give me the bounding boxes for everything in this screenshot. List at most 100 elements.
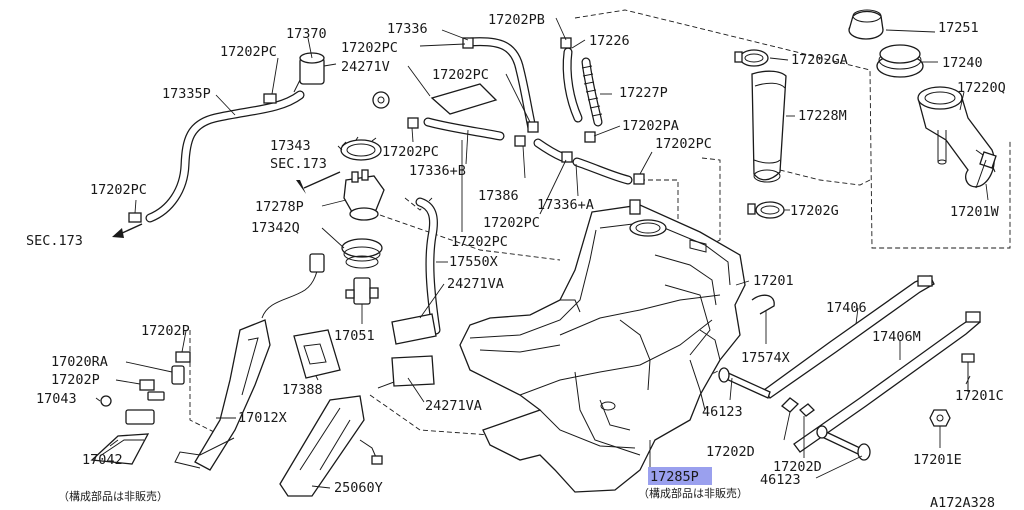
fuel-gauge-unit-17012x[interactable] (174, 253, 325, 471)
filler-cap-17251[interactable] (848, 9, 884, 40)
clamp-17202g[interactable] (747, 201, 785, 219)
clamp-17202pa[interactable] (584, 131, 596, 143)
label-17202p-b[interactable]: 17202P (51, 372, 100, 388)
label-17406m[interactable]: 17406M (872, 329, 921, 345)
clamp-17202pc-d[interactable] (407, 117, 419, 129)
clamp-17202pc-f[interactable] (514, 135, 526, 147)
label-17240[interactable]: 17240 (942, 55, 983, 71)
insulator-24271va[interactable] (377, 313, 437, 389)
filler-seal-17240[interactable] (876, 44, 924, 78)
label-17335p[interactable]: 17335P (162, 86, 211, 102)
label-17202pc-h[interactable]: 17202PC (451, 234, 508, 250)
fuel-pump-17051[interactable] (345, 277, 379, 305)
corrugated-tube-17227p[interactable] (581, 57, 603, 127)
canister-17370[interactable] (293, 52, 337, 93)
sub-tank-25060y[interactable] (279, 395, 383, 497)
label-17202p-a[interactable]: 17202P (141, 323, 190, 339)
washer-17202d[interactable] (781, 397, 815, 417)
label-17202pa[interactable]: 17202PA (622, 118, 679, 134)
filler-hose-17228m[interactable] (751, 70, 787, 183)
label-17220q[interactable]: 17220Q (957, 80, 1006, 96)
bolt-46123-b[interactable] (816, 425, 871, 461)
hose-17336[interactable] (465, 37, 537, 133)
nut-17201e[interactable] (929, 409, 951, 427)
label-17202pc-c[interactable]: 17202PC (432, 67, 489, 83)
strap-17406m[interactable] (793, 311, 981, 453)
label-17201[interactable]: 17201 (753, 273, 794, 289)
label-17202pb[interactable]: 17202PB (488, 12, 545, 28)
clamp-17202ga[interactable] (734, 49, 769, 67)
lock-ring-17343[interactable] (340, 136, 382, 161)
label-17336a[interactable]: 17336+A (537, 197, 594, 213)
label-17278p[interactable]: 17278P (255, 199, 304, 215)
label-17020ra[interactable]: 17020RA (51, 354, 108, 370)
filter-17388[interactable] (293, 329, 341, 379)
label-24271va-a[interactable]: 24271VA (447, 276, 504, 292)
hose-17335p[interactable] (145, 90, 305, 223)
label-24271v[interactable]: 24271V (341, 59, 390, 75)
label-17342q[interactable]: 17342Q (251, 220, 300, 236)
label-17202pc-f[interactable]: 17202PC (90, 182, 147, 198)
gasket-24271v[interactable] (430, 83, 498, 115)
label-17202pc-e[interactable]: 17202PC (655, 136, 712, 152)
label-17201e[interactable]: 17201E (913, 452, 962, 468)
label-sec173-b[interactable]: SEC.173 (26, 233, 83, 249)
fuel-pump-module-17278p[interactable] (343, 169, 385, 221)
label-17202pc-a[interactable]: 17202PC (220, 44, 277, 60)
label-17226[interactable]: 17226 (589, 33, 630, 49)
label-25060y[interactable]: 25060Y (334, 480, 383, 496)
label-17386[interactable]: 17386 (478, 188, 519, 204)
label-17227p[interactable]: 17227P (619, 85, 668, 101)
grommet-icon[interactable] (372, 91, 390, 109)
clamp-17202pb[interactable] (560, 37, 572, 49)
label-46123-a[interactable]: 46123 (702, 404, 743, 420)
bolt-46123-a[interactable] (718, 367, 771, 399)
label-17228m[interactable]: 17228M (798, 108, 847, 124)
fuel-tank[interactable] (459, 199, 746, 493)
clamp-17202pc-g[interactable] (561, 151, 573, 163)
label-17202pc-d[interactable]: 17202PC (382, 144, 439, 160)
label-17336b[interactable]: 17336+B (409, 163, 466, 179)
label-17201w[interactable]: 17201W (950, 204, 1000, 220)
filler-neck-17220q[interactable] (917, 86, 996, 188)
bolt-17201w[interactable] (975, 151, 997, 189)
hose-17336b[interactable] (423, 117, 505, 141)
label-46123-b[interactable]: 46123 (760, 472, 801, 488)
label-17251[interactable]: 17251 (938, 20, 979, 36)
label-17202g[interactable]: 17202G (790, 203, 839, 219)
label-17574x[interactable]: 17574X (741, 350, 790, 366)
hose-17550x[interactable] (415, 197, 441, 335)
label-sec173-a[interactable]: SEC.173 (270, 156, 327, 172)
label-17370[interactable]: 17370 (286, 26, 327, 42)
label-17388[interactable]: 17388 (282, 382, 323, 398)
label-17202d-a[interactable]: 17202D (706, 444, 755, 460)
hose-17226[interactable] (562, 47, 583, 123)
clamp-17202pc-h[interactable] (128, 212, 142, 223)
label-17202d-b[interactable]: 17202D (773, 459, 822, 475)
label-17201c[interactable]: 17201C (955, 388, 1004, 404)
clamp-17202pc-e[interactable] (633, 173, 645, 185)
clip-17574x[interactable] (751, 294, 775, 315)
label-17285p[interactable]: 17285P (650, 469, 699, 485)
clamp-17202pc-a[interactable] (263, 93, 277, 104)
label-17012x[interactable]: 17012X (238, 410, 287, 426)
label-17336[interactable]: 17336 (387, 21, 428, 37)
label-17343[interactable]: 17343 (270, 138, 311, 154)
jet-pump-parts[interactable] (100, 351, 191, 425)
hose-17386[interactable] (533, 138, 567, 162)
clamp-17202pc-b[interactable] (462, 37, 474, 49)
seal-17342q[interactable] (341, 238, 383, 269)
bolt-17201c[interactable] (961, 353, 975, 392)
label-17406[interactable]: 17406 (826, 300, 867, 316)
label-17202ga[interactable]: 17202GA (791, 52, 848, 68)
label-17043[interactable]: 17043 (36, 391, 77, 407)
clamp-17202pc-c[interactable] (527, 121, 539, 133)
label-17550x[interactable]: 17550X (449, 254, 498, 270)
label-17202pc-g[interactable]: 17202PC (483, 215, 540, 231)
label-17202pc-b[interactable]: 17202PC (341, 40, 398, 56)
label-24271va-b[interactable]: 24271VA (425, 398, 482, 414)
label-17042[interactable]: 17042 (82, 452, 123, 468)
label-17051[interactable]: 17051 (334, 328, 375, 344)
strainer-17042[interactable] (90, 433, 150, 465)
hose-17336a[interactable] (572, 157, 633, 185)
